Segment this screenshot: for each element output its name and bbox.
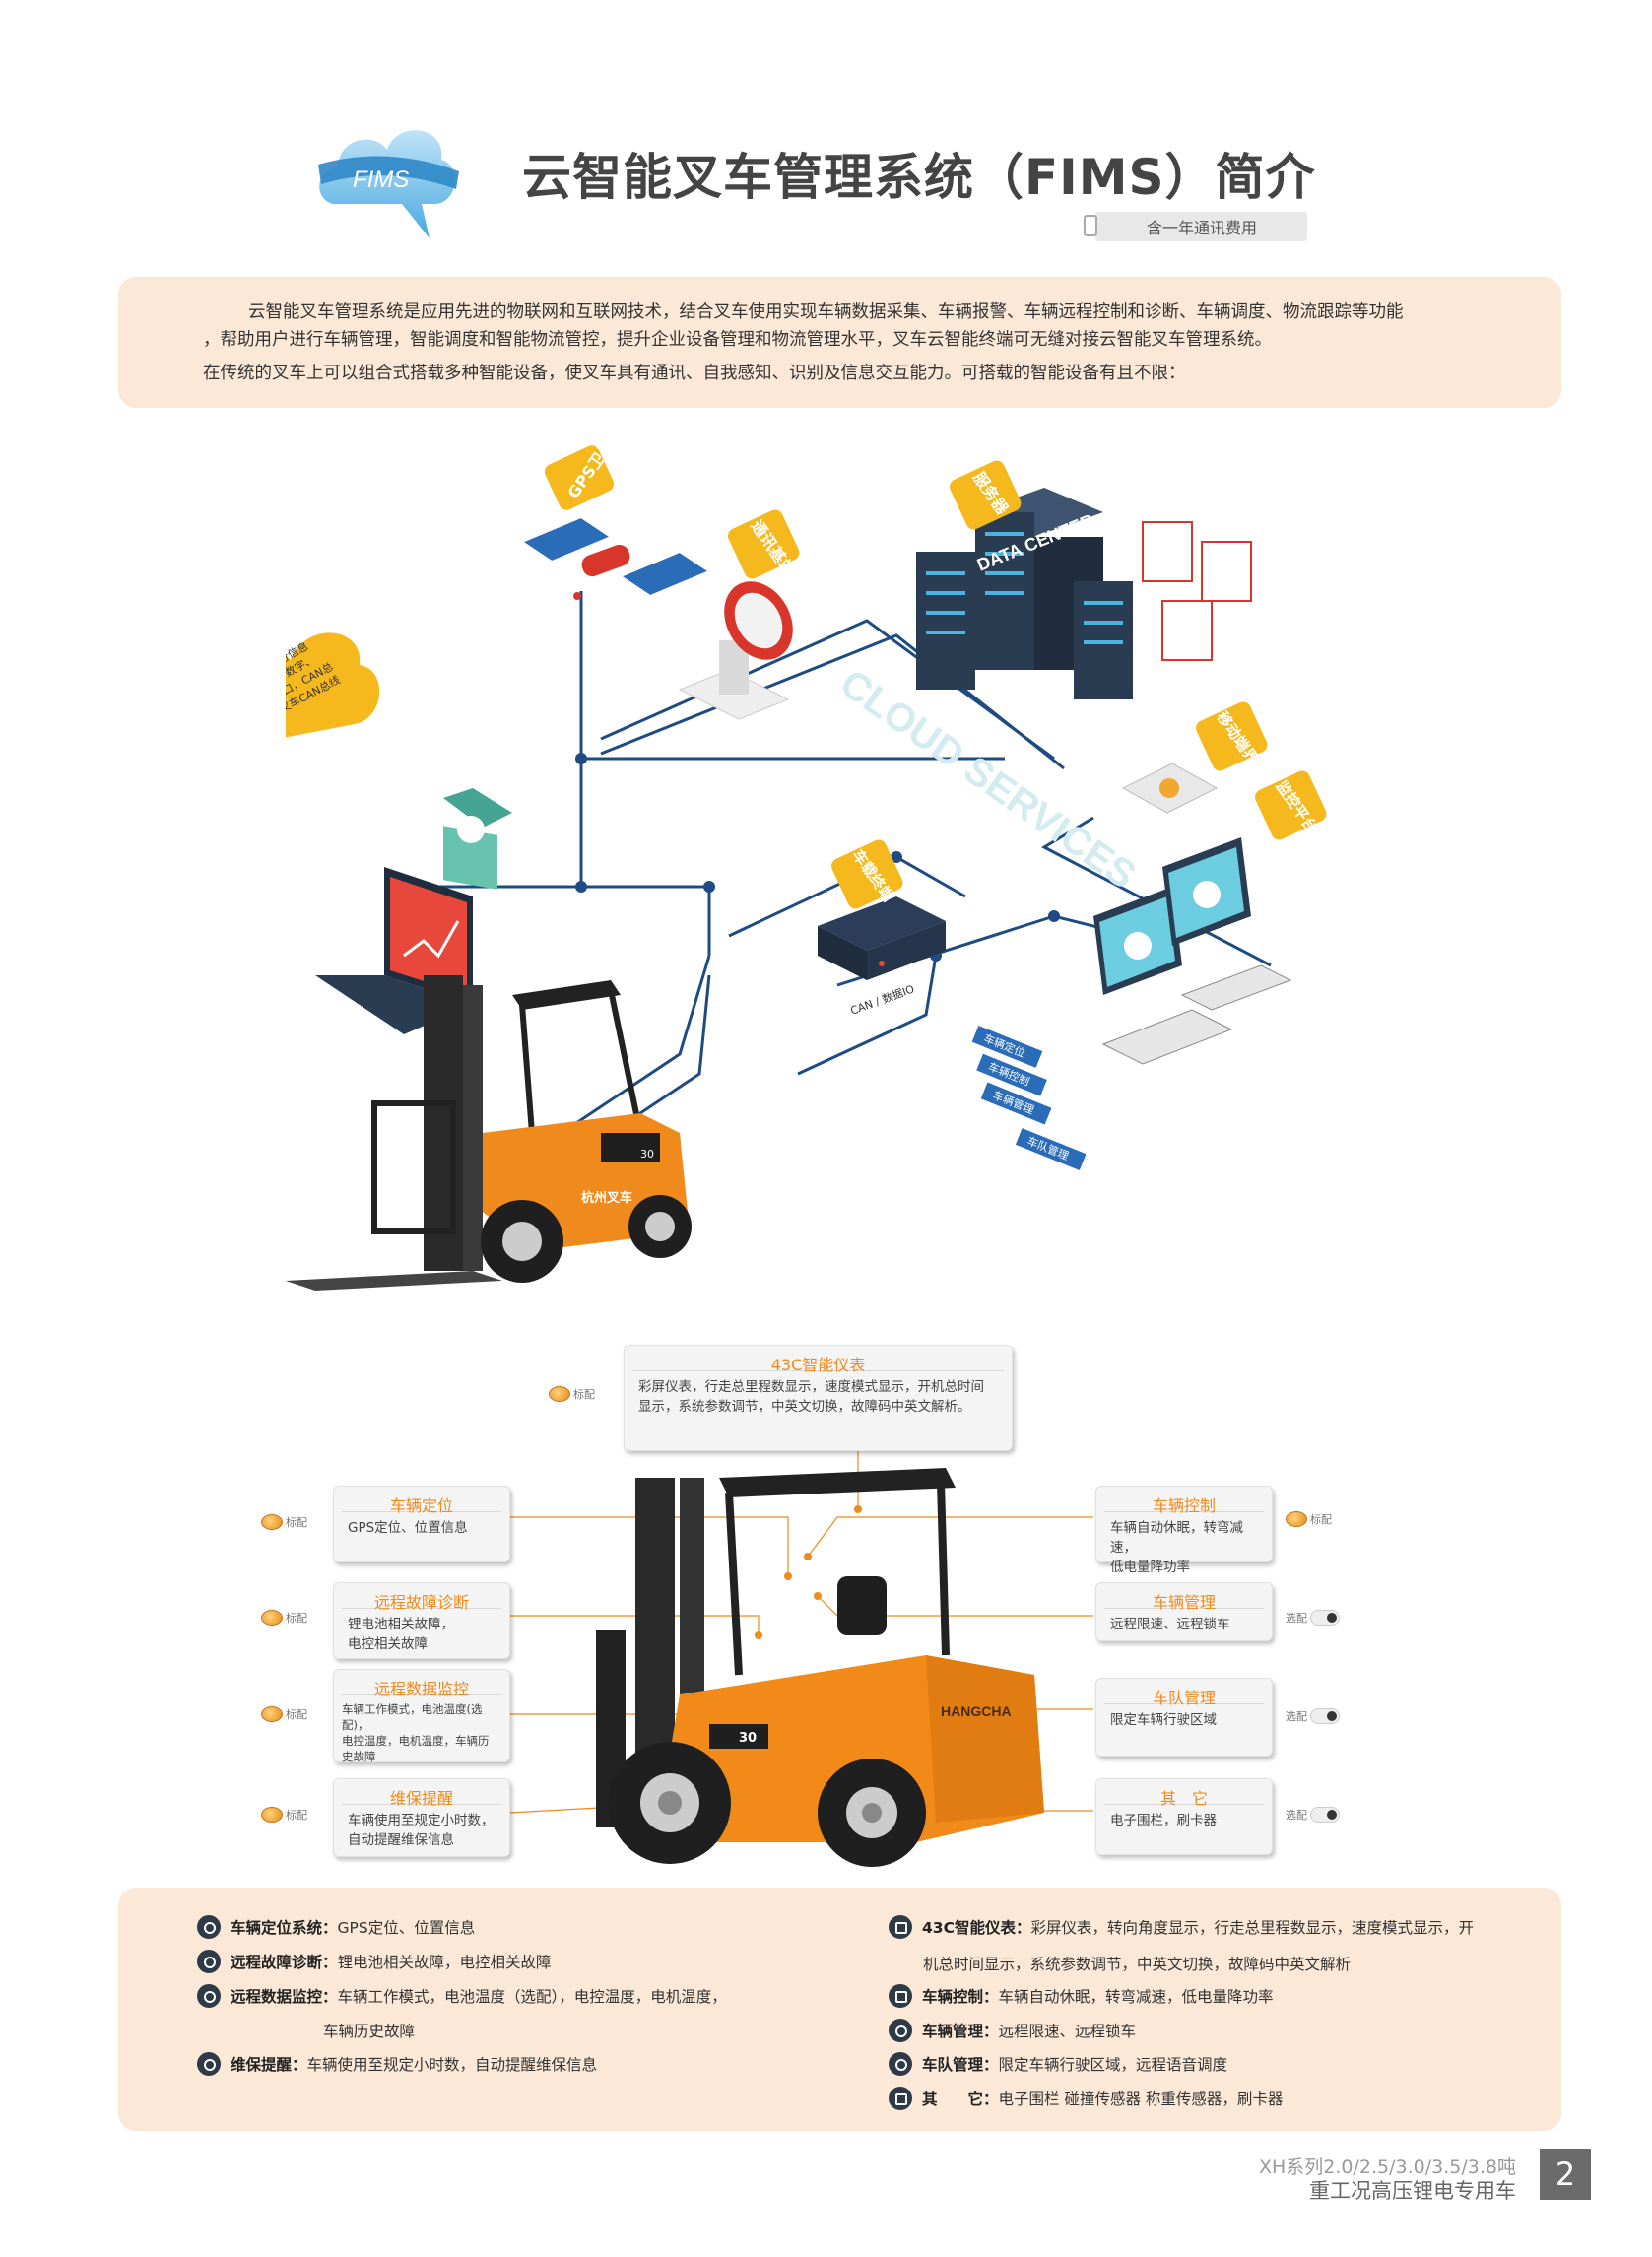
summary-vehicle-control: 车辆控制：车辆自动休眠，转弯减速，低电量降功率 <box>889 1984 1274 2008</box>
fee-badge: 含一年通讯费用 <box>1084 212 1307 241</box>
optional-badge: 选配 <box>1286 1608 1340 1627</box>
standard-badge: 标配 <box>261 1805 307 1825</box>
optional-toggle-icon <box>1310 1807 1340 1823</box>
function-cards: 车辆定位 车辆控制 车辆管理 车队管理 <box>971 1025 1087 1171</box>
optional-badge: 选配 <box>1286 1805 1340 1825</box>
mobile-phone-icon <box>1121 763 1219 814</box>
standard-coin-icon <box>261 1610 283 1626</box>
card-reader-icon <box>889 2087 912 2110</box>
footer-series: XH系列2.0/2.5/3.0/3.5/3.8吨 <box>1259 2157 1516 2178</box>
intro-paragraph-1: 云智能叉车管理系统是应用先进的物联网和互联网技术，结合叉车使用实现车辆数据采集、… <box>248 302 1404 322</box>
standard-badge: 标配 <box>261 1704 307 1724</box>
svg-text:CAN / 数据IO: CAN / 数据IO <box>848 981 916 1018</box>
intro-panel: 云智能叉车管理系统是应用先进的物联网和互联网技术，结合叉车使用实现车辆数据采集、… <box>118 277 1561 408</box>
monitor-label-tag: 监控平台 <box>1255 770 1327 840</box>
fims-cloud-logo: FIMS <box>318 130 459 238</box>
svg-text:车辆管理: 车辆管理 <box>991 1088 1036 1116</box>
management-search-icon <box>889 2019 912 2042</box>
svg-text:车队管理: 车队管理 <box>1025 1134 1071 1162</box>
summary-others: 其 它：电子围栏 碰撞传感器 称重传感器，刷卡器 <box>889 2087 1283 2110</box>
phone-icon <box>1084 215 1097 236</box>
summary-monitoring: 远程数据监控：车辆工作模式，电池温度（选配），电控温度，电机温度， <box>197 1984 727 2008</box>
svg-text:杭州叉车: 杭州叉车 <box>581 1190 632 1206</box>
feature-title: 43C智能仪表 <box>632 1346 1004 1374</box>
svg-text:FIMS: FIMS <box>353 166 409 193</box>
wrench-icon <box>197 2052 221 2076</box>
summary-dashboard: 43C智能仪表：彩屏仪表，转向角度显示，行走总里程数显示，速度模式显示，开 <box>889 1915 1474 1939</box>
feature-summary-panel <box>118 1888 1561 2131</box>
gear-icon <box>443 788 512 890</box>
standard-badge: 标配 <box>261 1608 307 1627</box>
intro-paragraph-2: ，帮助用户进行车辆管理，智能调度和智能物流管控，提升企业设备管理和物流管理水平，… <box>203 330 1272 350</box>
optional-toggle-icon <box>1310 1610 1340 1626</box>
diagnosis-search-icon <box>197 1950 221 1973</box>
feature-box-remote-monitoring: 远程数据监控 车辆工作模式，电池温度(选配)， 电控温度，电机温度，车辆历 史故… <box>333 1669 510 1763</box>
forklift-illustration-large: 30 HANGCHA <box>596 1468 1044 1867</box>
optional-badge: 选配 <box>1286 1706 1340 1726</box>
standard-coin-icon <box>1286 1511 1307 1527</box>
server-label-tag: 服务器 <box>950 460 1022 530</box>
satellite-icon <box>197 1915 221 1939</box>
footer-subtitle: 重工况高压锂电专用车 <box>1309 2179 1516 2203</box>
svg-text:车辆定位: 车辆定位 <box>982 1031 1027 1060</box>
svg-text:车辆控制: 车辆控制 <box>986 1059 1031 1088</box>
summary-positioning: 车辆定位系统：GPS定位、位置信息 <box>197 1915 475 1939</box>
feature-box-vehicle-control: 车辆控制 车辆自动休眠，转弯减速， 低电量降功率 <box>1095 1486 1273 1575</box>
page-title: 云智能叉车管理系统（FIMS）简介 <box>522 149 1316 206</box>
summary-fleet-management: 车队管理：限定车辆行驶区域，远程语音调度 <box>889 2052 1227 2076</box>
svg-text:30: 30 <box>739 1731 757 1746</box>
mobile-label-tag: 移动端界面 <box>1196 701 1270 779</box>
feature-box-vehicle-positioning: 车辆定位 GPS定位、位置信息 <box>333 1486 510 1562</box>
gps-label-tag: GPS卫星 <box>544 435 618 510</box>
summary-diagnosis: 远程故障诊断：锂电池相关故障，电控相关故障 <box>197 1950 552 1973</box>
standard-coin-icon <box>261 1807 283 1823</box>
vehicle-terminal-icon: CAN / 数据IO <box>818 896 946 1018</box>
dashboard-screen-icon <box>889 1915 912 1939</box>
phone-control-icon <box>889 1984 912 2008</box>
intro-paragraph-3: 在传统的叉车上可以组合式搭载多种智能设备，使叉车具有通讯、自我感知、识别及信息交… <box>203 364 1186 383</box>
standard-coin-icon <box>261 1706 283 1722</box>
standard-coin-icon <box>261 1514 283 1530</box>
base-station-label-tag: 通讯基站 <box>728 509 800 579</box>
monitoring-workstations-icon <box>1093 837 1292 1065</box>
forklift-illustration-top: 杭州叉车 30 <box>286 975 692 1291</box>
feature-connector-lines: 30 HANGCHA <box>508 1440 1093 1867</box>
base-station-icon <box>678 581 793 720</box>
standard-badge: 标配 <box>549 1384 595 1404</box>
page-number: 2 <box>1540 2149 1591 2200</box>
standard-badge: 标配 <box>1286 1509 1332 1529</box>
summary-monitoring-continued: 车辆历史故障 <box>323 2023 416 2040</box>
fleet-network-icon <box>889 2052 912 2076</box>
monitoring-globe-icon <box>197 1984 221 2008</box>
gps-satellite-icon <box>519 515 712 600</box>
feature-box-smart-dashboard: 43C智能仪表 彩屏仪表，行走总里程数显示，速度模式显示，开机总时间 显示，系统… <box>624 1345 1013 1451</box>
svg-text:HANGCHA: HANGCHA <box>941 1703 1012 1719</box>
feature-box-fleet-management: 车队管理 限定车辆行驶区域 <box>1095 1678 1273 1757</box>
summary-maintenance: 维保提醒：车辆使用至规定小时数，自动提醒维保信息 <box>197 2052 597 2076</box>
summary-dashboard-continued: 机总时间显示，系统参数调节，中英文切换，故障码中英文解析 <box>923 1956 1352 1973</box>
svg-text:30: 30 <box>640 1148 654 1161</box>
feature-box-vehicle-management: 车辆管理 远程限速、远程锁车 <box>1095 1582 1273 1641</box>
feature-box-maintenance-reminder: 维保提醒 车辆使用至规定小时数， 自动提醒维保信息 <box>333 1778 510 1857</box>
summary-vehicle-management: 车辆管理：远程限速、远程锁车 <box>889 2019 1136 2042</box>
feature-desc: 彩屏仪表，行走总里程数显示，速度模式显示，开机总时间 显示，系统参数调节，中英文… <box>638 1379 984 1415</box>
standard-coin-icon <box>549 1386 570 1402</box>
standard-badge: 标配 <box>261 1512 307 1532</box>
spreadsheet-icons <box>1142 521 1252 661</box>
feature-box-remote-diagnosis: 远程故障诊断 锂电池相关故障， 电控相关故障 <box>333 1582 510 1659</box>
data-center-servers-icon: DATA CENTER <box>916 488 1133 699</box>
feature-box-others: 其 它 电子围栏，刷卡器 <box>1095 1778 1273 1855</box>
system-architecture-diagram: CLOUD SERVICES GPS卫星 通讯基站 DATA CENTER <box>286 435 1327 1291</box>
data-collection-cloud-note: 采集叉车运行信息 通过模拟、数字、 开关量接口，CAN总 线与本叉车CAN总线 … <box>286 632 380 738</box>
terminal-label-tag: 车载终端 <box>831 839 903 909</box>
optional-toggle-icon <box>1310 1708 1340 1724</box>
